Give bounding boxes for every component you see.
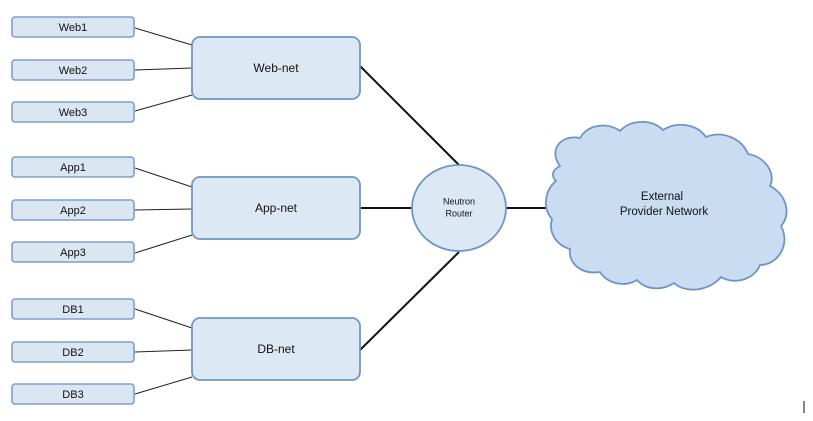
db-net-label: DB-net bbox=[257, 342, 295, 356]
host-box-web3 bbox=[11, 101, 135, 123]
host-box-app3 bbox=[11, 241, 135, 263]
connector-webnet-router bbox=[359, 65, 460, 166]
host-label-db3: DB3 bbox=[62, 389, 83, 401]
external-label-line1: External bbox=[641, 191, 683, 203]
router-label-line2: Router bbox=[445, 208, 472, 218]
router-label-line1: Neutron bbox=[443, 196, 475, 206]
network-boxes: Web-net App-net DB-net bbox=[191, 36, 361, 381]
host-box-app2 bbox=[11, 199, 135, 221]
host-label-db1: DB1 bbox=[62, 304, 83, 316]
app-net-label: App-net bbox=[255, 201, 298, 215]
db-hosts: DB1 DB2 DB3 bbox=[11, 298, 135, 405]
router-shape bbox=[411, 164, 507, 252]
db-net-box bbox=[191, 317, 361, 381]
neutron-router: Neutron Router bbox=[411, 164, 507, 252]
host-label-web3: Web3 bbox=[59, 107, 88, 119]
connector-web1 bbox=[134, 27, 193, 46]
host-box-app1 bbox=[11, 156, 135, 178]
host-label-app3: App3 bbox=[60, 247, 86, 259]
backbone-connectors bbox=[359, 65, 552, 351]
host-box-db2 bbox=[11, 341, 135, 363]
connector-db3 bbox=[134, 376, 193, 395]
cloud-shape bbox=[545, 120, 788, 291]
connector-app3 bbox=[134, 234, 193, 254]
web-net-box bbox=[191, 36, 361, 100]
host-box-web2 bbox=[11, 59, 135, 81]
host-label-web2: Web2 bbox=[59, 65, 88, 77]
connector-app2 bbox=[134, 208, 193, 211]
host-label-app1: App1 bbox=[60, 162, 86, 174]
host-connectors bbox=[134, 27, 193, 395]
external-label-line2: Provider Network bbox=[620, 206, 708, 218]
web-hosts: Web1 Web2 Web3 bbox=[11, 16, 135, 123]
connector-app1 bbox=[134, 167, 193, 188]
host-label-app2: App2 bbox=[60, 205, 86, 217]
connector-web3 bbox=[134, 94, 193, 112]
web-net-label: Web-net bbox=[253, 61, 299, 75]
host-label-db2: DB2 bbox=[62, 347, 83, 359]
app-hosts: App1 App2 App3 bbox=[11, 156, 135, 263]
connector-db2 bbox=[134, 349, 193, 353]
host-box-db1 bbox=[11, 298, 135, 320]
host-label-web1: Web1 bbox=[59, 22, 88, 34]
app-net-box bbox=[191, 176, 361, 240]
connector-dbnet-router bbox=[359, 251, 460, 351]
connector-web2 bbox=[134, 67, 193, 71]
host-box-web1 bbox=[11, 16, 135, 38]
host-box-db3 bbox=[11, 383, 135, 405]
external-cloud: External Provider Network bbox=[545, 120, 788, 291]
connector-db1 bbox=[134, 308, 193, 329]
